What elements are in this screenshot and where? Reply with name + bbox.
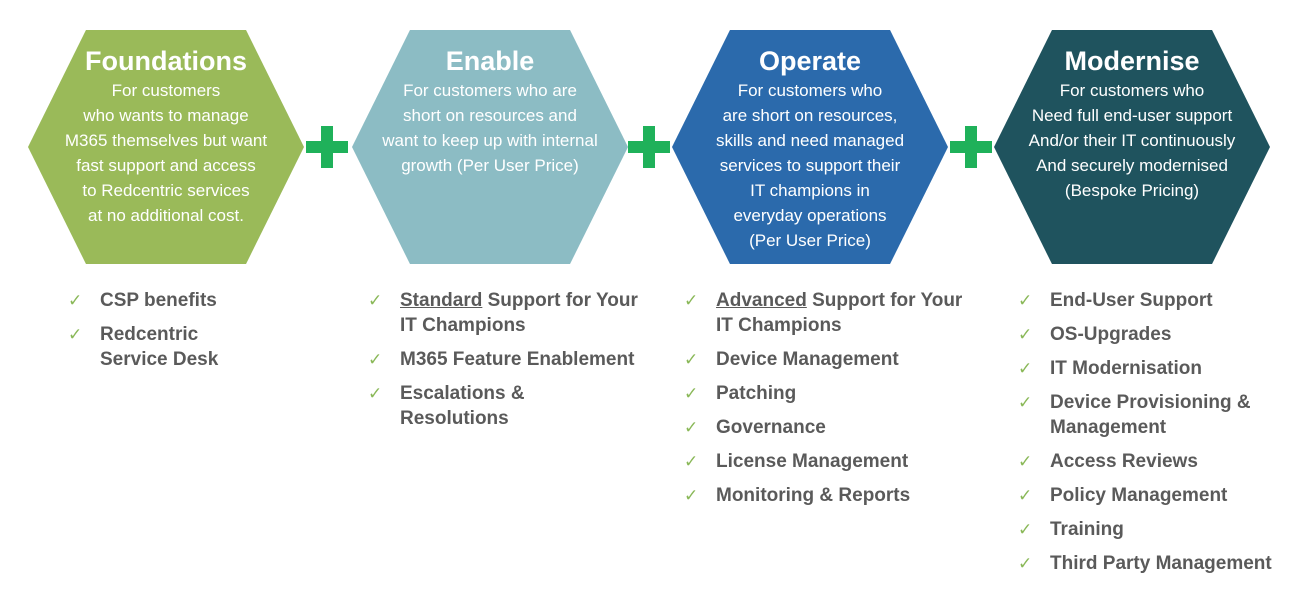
modernise-description: For customers who Need full end-user sup… (1028, 81, 1236, 200)
tier-operate: Operate For customers who are short on r… (672, 0, 972, 607)
tier-modernise: Modernise For customers who Need full en… (994, 0, 1294, 607)
feature-text: Monitoring & Reports (716, 485, 911, 506)
check-icon: ✓ (1018, 325, 1033, 344)
check-icon: ✓ (1018, 520, 1033, 539)
modernise-hexagon: Modernise For customers who Need full en… (994, 30, 1270, 264)
plus-icon-3 (950, 126, 992, 168)
foundations-description: For customers who wants to manage M365 t… (64, 81, 268, 225)
feature-text: IT Modernisation (1050, 358, 1202, 379)
check-icon: ✓ (684, 291, 699, 310)
enable-title: Enable (445, 46, 535, 76)
check-icon: ✓ (68, 325, 83, 344)
feature-item: ✓ Monitoring & Reports (684, 483, 974, 508)
feature-text: Access Reviews (1050, 451, 1198, 472)
feature-item: ✓ Training (1018, 517, 1298, 542)
enable-description: For customers who are short on resources… (382, 81, 598, 175)
feature-text: Redcentric Service Desk (100, 324, 219, 370)
feature-item: ✓ End-User Support (1018, 288, 1298, 313)
check-icon: ✓ (684, 486, 699, 505)
modernise-title: Modernise (1064, 46, 1200, 76)
check-icon: ✓ (368, 291, 383, 310)
feature-item: ✓ Access Reviews (1018, 449, 1298, 474)
feature-item: ✓ OS-Upgrades (1018, 322, 1298, 347)
check-icon: ✓ (1018, 486, 1033, 505)
plus-icon-1 (306, 126, 348, 168)
feature-text: Patching (716, 383, 797, 404)
check-icon: ✓ (684, 418, 699, 437)
operate-feature-list: ✓Advanced Support for Your IT Champions✓… (684, 288, 974, 517)
feature-text: CSP benefits (100, 290, 217, 311)
check-icon: ✓ (1018, 291, 1033, 310)
check-icon: ✓ (684, 350, 699, 369)
feature-text: Support for Your IT Champions (400, 290, 638, 336)
feature-text: License Management (716, 451, 909, 472)
feature-tier-level: Advanced (716, 290, 807, 311)
feature-text: End-User Support (1050, 290, 1213, 311)
check-icon: ✓ (684, 384, 699, 403)
feature-item: ✓ Governance (684, 415, 974, 440)
check-icon: ✓ (1018, 452, 1033, 471)
enable-feature-list: ✓Standard Support for Your IT Champions✓… (368, 288, 638, 440)
check-icon: ✓ (1018, 359, 1033, 378)
feature-text: Training (1050, 519, 1124, 540)
feature-item: ✓ Patching (684, 381, 974, 406)
tier-enable: Enable For customers who are short on re… (352, 0, 652, 607)
feature-item: ✓ Standard Support for Your IT Champions (368, 288, 638, 338)
feature-item: ✓ Redcentric Service Desk (68, 322, 268, 372)
check-icon: ✓ (1018, 393, 1033, 412)
check-icon: ✓ (684, 452, 699, 471)
feature-item: ✓ M365 Feature Enablement (368, 347, 638, 372)
feature-item: ✓ Third Party Management (1018, 551, 1298, 576)
foundations-feature-list: ✓ CSP benefits ✓ Redcentric Service Desk (68, 288, 268, 381)
feature-text: Third Party Management (1050, 553, 1272, 574)
feature-text: OS-Upgrades (1050, 324, 1172, 345)
feature-item: ✓ License Management (684, 449, 974, 474)
feature-item: ✓ CSP benefits (68, 288, 268, 313)
feature-text: Device Management (716, 349, 899, 370)
foundations-hexagon: Foundations For customers who wants to m… (28, 30, 304, 264)
feature-item: ✓ IT Modernisation (1018, 356, 1298, 381)
operate-hexagon: Operate For customers who are short on r… (672, 30, 948, 264)
tier-foundations: Foundations For customers who wants to m… (28, 0, 328, 607)
modernise-feature-list: ✓ End-User Support ✓ OS-Upgrades ✓ IT Moderni… (1018, 288, 1298, 585)
feature-text: Device Provisioning & Management (1050, 392, 1251, 438)
check-icon: ✓ (368, 384, 383, 403)
enable-hexagon: Enable For customers who are short on re… (352, 30, 628, 264)
feature-text: Policy Management (1050, 485, 1228, 506)
feature-item: ✓ Device Management (684, 347, 974, 372)
check-icon: ✓ (68, 291, 83, 310)
feature-text: Support for Your IT Champions (716, 290, 963, 336)
plus-icon-2 (628, 126, 670, 168)
feature-text: M365 Feature Enablement (400, 349, 635, 370)
feature-item: ✓ Escalations & Resolutions (368, 381, 638, 431)
feature-item: ✓ Device Provisioning & Management (1018, 390, 1298, 440)
operate-description: For customers who are short on resources… (715, 81, 905, 250)
operate-title: Operate (758, 46, 862, 76)
foundations-title: Foundations (85, 46, 247, 76)
feature-item: ✓ Advanced Support for Your IT Champions (684, 288, 974, 338)
feature-text: Governance (716, 417, 826, 438)
feature-item: ✓ Policy Management (1018, 483, 1298, 508)
check-icon: ✓ (368, 350, 383, 369)
feature-tier-level: Standard (400, 290, 483, 311)
check-icon: ✓ (1018, 554, 1033, 573)
feature-text: Escalations & Resolutions (400, 383, 525, 429)
